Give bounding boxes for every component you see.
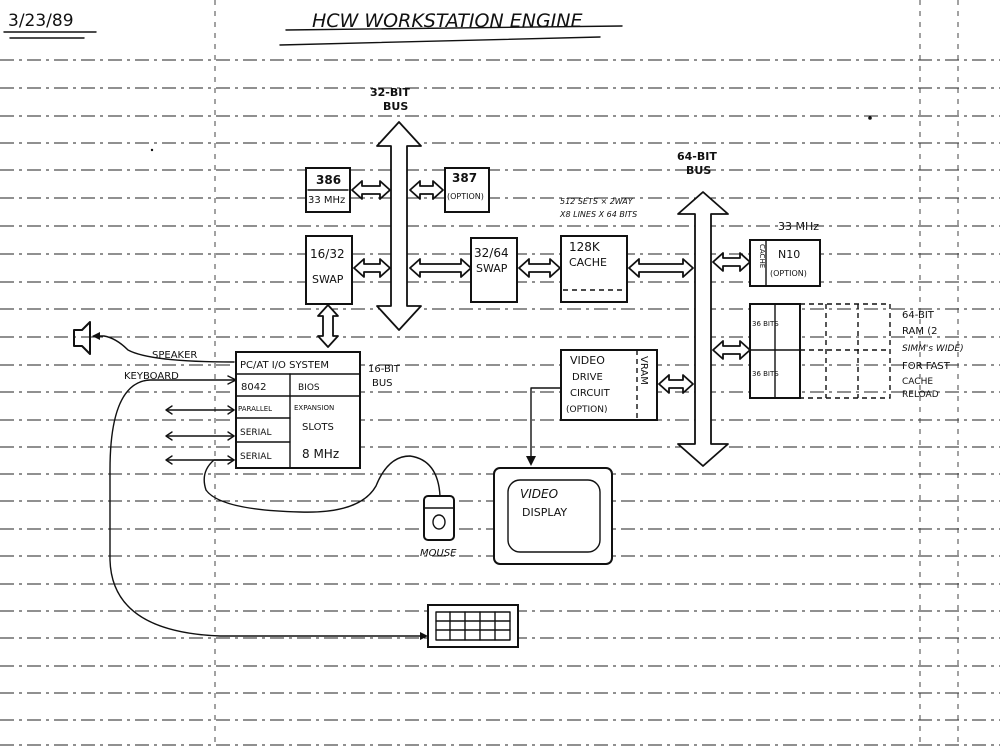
swap-32-64-block: 32/64 SWAP <box>471 238 517 302</box>
video-to-display-line <box>531 388 561 462</box>
swap-32-64-sublabel: SWAP <box>476 262 508 275</box>
cache-block: 512 SETS × 2WAY X8 LINES X 64 BITS 128K … <box>559 197 637 302</box>
swap-32-64-label: 32/64 <box>474 246 509 260</box>
cpu-386-label: 386 <box>316 173 341 187</box>
ram-note-4: FOR FAST <box>902 361 951 372</box>
stray-dot-2 <box>151 149 153 151</box>
display-arrowhead <box>526 456 536 466</box>
ram-note-1: 64-BIT <box>902 310 935 321</box>
display-label-2: DISPLAY <box>522 506 567 519</box>
keyboard-icon <box>428 605 518 647</box>
expansion-slots-label-2: SLOTS <box>302 422 334 433</box>
header: 3/23/89 HCW WORKSTATION ENGINE <box>4 10 622 45</box>
port-arrows <box>166 406 234 464</box>
bus-64-label-2: BUS <box>686 164 711 177</box>
n10-option: (OPTION) <box>770 269 807 278</box>
swap16-io-arrow <box>318 305 338 347</box>
vram-bus-arrow <box>659 375 693 393</box>
n10-clock: 33 MHz <box>778 220 819 233</box>
bus-64-bit: 64-BIT BUS <box>677 150 728 466</box>
swap32-cache-arrow <box>519 259 560 277</box>
n10-cache-label: CACHE <box>758 244 766 268</box>
bus-16-label: 16-BIT <box>368 364 401 375</box>
date-label: 3/23/89 <box>8 11 74 31</box>
bus-64-arrow <box>678 192 728 466</box>
cpu-386-clock: 33 MHz <box>308 195 345 206</box>
bus-16-label-2: BUS <box>372 378 393 389</box>
display-label-1: VIDEO <box>520 487 558 501</box>
bus-ram-arrow <box>713 341 750 359</box>
ram-note-3: SIMM's WIDE) <box>902 344 964 354</box>
ram-note-2: RAM (2 <box>902 326 937 337</box>
serial-port-2: SERIAL <box>240 452 271 462</box>
cache-size-label: 128K <box>569 240 601 254</box>
n10-label: N10 <box>778 248 800 261</box>
cache-bus-arrow <box>629 259 693 277</box>
video-display: VIDEO DISPLAY <box>494 468 612 564</box>
ram-block: 36 BITS 36 BITS 64-BIT RAM (2 SIMM's WID… <box>750 304 964 400</box>
keyboard-arrowhead <box>420 632 428 640</box>
fpu-387-label: 387 <box>452 171 477 185</box>
cache-note: 512 SETS × 2WAY <box>560 197 634 206</box>
fpu-387-option: (OPTION) <box>447 192 484 201</box>
bios-label: BIOS <box>298 383 320 393</box>
bus-32-label-2: BUS <box>383 100 408 113</box>
bus-n10-arrow <box>713 253 750 271</box>
cpu-bus-arrow <box>352 181 390 199</box>
video-drive-label-4: (OPTION) <box>566 405 608 415</box>
swap16-bus-arrow <box>354 259 390 277</box>
bus-32-label: 32-BIT <box>370 86 410 99</box>
ram-cell-1: 36 BITS <box>752 320 779 328</box>
bus-64-label: 64-BIT <box>677 150 717 163</box>
swap-16-32-label: 16/32 <box>310 247 345 261</box>
ram-cell-2: 36 BITS <box>752 370 779 378</box>
fpu-bus-arrow <box>410 181 443 199</box>
fpu-387-block: 387 (OPTION) <box>445 168 489 212</box>
serial-port-1: SERIAL <box>240 428 271 438</box>
ram-note-6: RELOAD <box>902 390 939 400</box>
video-drive-label-1: VIDEO <box>570 354 605 367</box>
io-system-block: PC/AT I/O SYSTEM 8042 BIOS PARALLEL SERI… <box>236 352 360 468</box>
parallel-port: PARALLEL <box>238 405 272 413</box>
stray-dot <box>868 116 872 120</box>
bus-swap32-arrow <box>410 259 471 277</box>
swap-16-32-block: 16/32 SWAP <box>306 236 352 304</box>
kbc-8042: 8042 <box>241 382 266 393</box>
vram-label: VRAM <box>638 356 649 385</box>
io-clock: 8 MHz <box>302 447 339 461</box>
speaker-label: SPEAKER <box>152 350 197 361</box>
n10-block: 33 MHz CACHE N10 (OPTION) <box>750 220 820 286</box>
mouse-label: MOUSE <box>420 548 457 559</box>
video-drive-label-3: CIRCUIT <box>570 388 611 399</box>
io-system-title: PC/AT I/O SYSTEM <box>240 360 329 371</box>
swap-16-32-sublabel: SWAP <box>312 273 344 286</box>
cache-note-2: X8 LINES X 64 BITS <box>559 210 637 219</box>
bus-32-bit: 32-BIT BUS <box>370 86 421 330</box>
expansion-slots-label: EXPANSION <box>294 404 334 412</box>
cache-label: CACHE <box>569 256 607 269</box>
cpu-386-block: 386 33 MHz <box>306 168 350 212</box>
video-drive-label-2: DRIVE <box>572 372 603 383</box>
mouse-icon <box>424 496 454 540</box>
video-drive-block: VIDEO DRIVE CIRCUIT (OPTION) VRAM <box>561 350 657 420</box>
ram-note-5: CACHE <box>902 377 933 387</box>
